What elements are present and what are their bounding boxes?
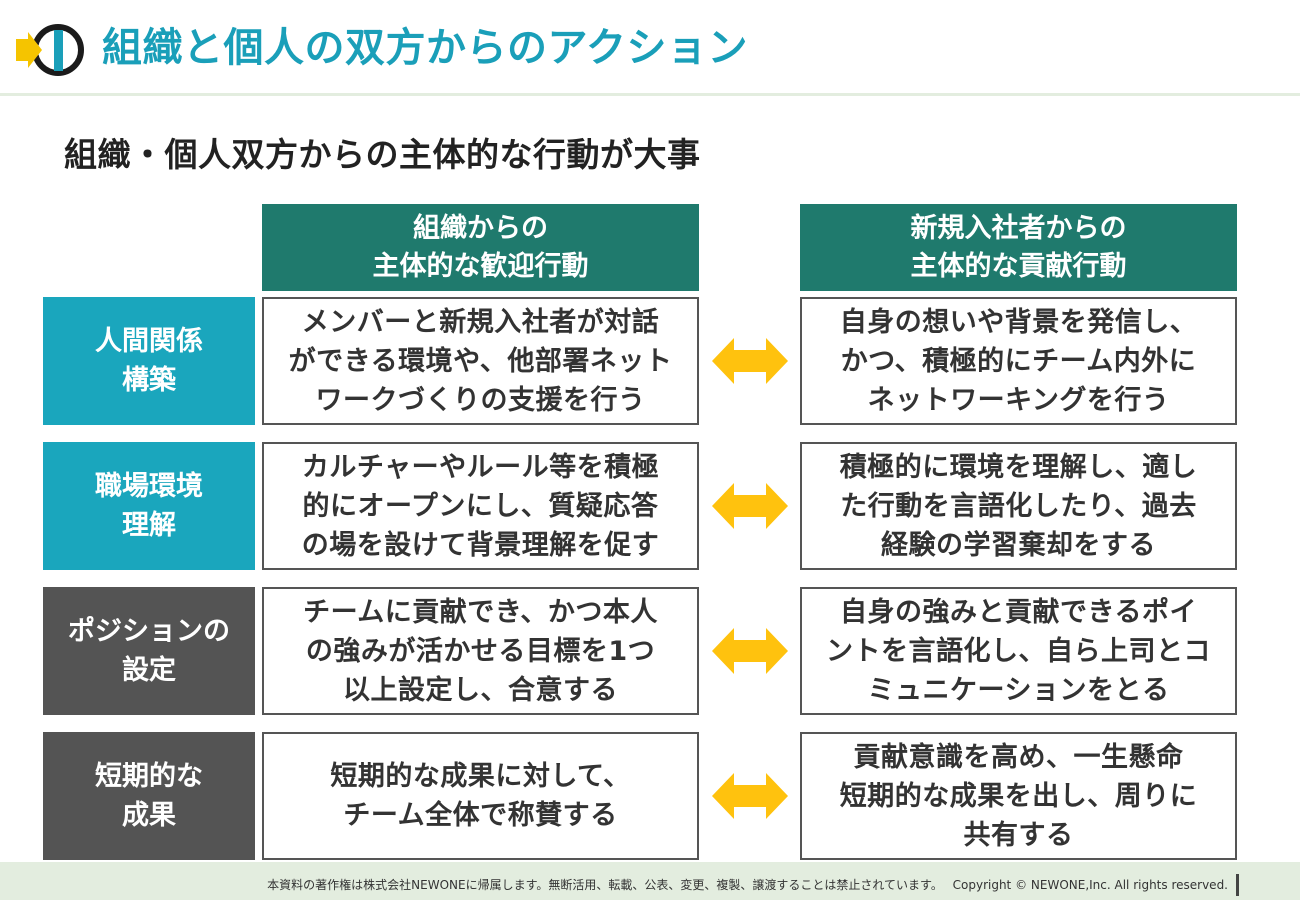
double-arrow-icon bbox=[712, 338, 788, 384]
cell-line: 自身の想いや背景を発信し、 bbox=[839, 306, 1198, 338]
row-label-line: 理解 bbox=[122, 510, 176, 541]
row-label-line: 職場環境 bbox=[95, 471, 203, 502]
cell-line: た行動を言語化したり、過去 bbox=[840, 490, 1197, 522]
column-header-line: 新規入社者からの bbox=[910, 212, 1127, 244]
row-label-relationships: 人間関係 構築 bbox=[43, 297, 255, 425]
cell-line: 自身の強みと貢献できるポイ bbox=[840, 596, 1197, 628]
row-label-line: 短期的な bbox=[95, 761, 203, 792]
row-label-line: 人間関係 bbox=[95, 326, 203, 357]
copyright-notice: 本資料の著作権は株式会社NEWONEに帰属します。無断活用、転載、公表、変更、複… bbox=[267, 878, 1228, 892]
row-label-position: ポジションの 設定 bbox=[43, 587, 255, 715]
footer: 本資料の著作権は株式会社NEWONEに帰属します。無断活用、転載、公表、変更、複… bbox=[0, 862, 1300, 900]
newone-logo-icon bbox=[16, 24, 84, 76]
newcomer-action-workplace: 積極的に環境を理解し、適し た行動を言語化したり、過去 経験の学習棄却をする bbox=[800, 442, 1237, 570]
newcomer-action-short-term: 貢献意識を高め、一生懸命 短期的な成果を出し、周りに 共有する bbox=[800, 732, 1237, 860]
double-arrow-icon bbox=[712, 773, 788, 819]
row-label-line: 構築 bbox=[122, 365, 176, 396]
org-action-short-term: 短期的な成果に対して、 チーム全体で称賛する bbox=[262, 732, 699, 860]
cell-line: 積極的に環境を理解し、適し bbox=[839, 451, 1198, 483]
row-label-line: 設定 bbox=[122, 655, 176, 686]
cell-line: ミュニケーションをとる bbox=[867, 674, 1170, 706]
cell-line: 以上設定し、合意する bbox=[343, 674, 618, 706]
cell-line: 的にオープンにし、質疑応答 bbox=[302, 490, 659, 522]
cell-line: 経験の学習棄却をする bbox=[881, 529, 1156, 561]
row-label-line: ポジションの bbox=[68, 616, 230, 647]
cell-line: チームに貢献でき、かつ本人 bbox=[303, 596, 658, 628]
cell-line: の強みが活かせる目標を1つ bbox=[305, 635, 656, 667]
cell-line: の場を設けて背景理解を促す bbox=[301, 529, 660, 561]
newcomer-action-relationships: 自身の想いや背景を発信し、 かつ、積極的にチーム内外に ネットワーキングを行う bbox=[800, 297, 1237, 425]
footer-marker bbox=[1236, 874, 1239, 896]
cell-line: かつ、積極的にチーム内外に bbox=[840, 345, 1197, 377]
column-header-line: 組織からの bbox=[413, 212, 548, 244]
row-label-short-term: 短期的な 成果 bbox=[43, 732, 255, 860]
org-action-relationships: メンバーと新規入社者が対話 ができる環境や、他部署ネット ワークづくりの支援を行… bbox=[262, 297, 699, 425]
title-divider bbox=[0, 93, 1300, 96]
cell-line: メンバーと新規入社者が対話 bbox=[301, 306, 660, 338]
cell-line: ントを言語化し、自ら上司とコ bbox=[826, 635, 1211, 667]
row-label-workplace: 職場環境 理解 bbox=[43, 442, 255, 570]
cell-line: ができる環境や、他部署ネット bbox=[288, 345, 673, 377]
org-action-position: チームに貢献でき、かつ本人 の強みが活かせる目標を1つ 以上設定し、合意する bbox=[262, 587, 699, 715]
org-action-workplace: カルチャーやルール等を積極 的にオープンにし、質疑応答 の場を設けて背景理解を促… bbox=[262, 442, 699, 570]
slide-subtitle: 組織・個人双方からの主体的な行動が大事 bbox=[64, 135, 701, 174]
double-arrow-icon bbox=[712, 628, 788, 674]
column-header-line: 主体的な歓迎行動 bbox=[372, 250, 589, 282]
double-arrow-icon bbox=[712, 483, 788, 529]
cell-line: ネットワーキングを行う bbox=[867, 384, 1170, 416]
cell-line: ワークづくりの支援を行う bbox=[315, 384, 646, 416]
page-title: 組織と個人の双方からのアクション bbox=[102, 25, 748, 71]
cell-line: 短期的な成果に対して、 bbox=[330, 761, 631, 792]
column-header-newcomer: 新規入社者からの 主体的な貢献行動 bbox=[800, 204, 1237, 291]
row-label-line: 成果 bbox=[122, 800, 176, 831]
cell-line: 共有する bbox=[963, 819, 1074, 851]
cell-line: カルチャーやルール等を積極 bbox=[301, 451, 660, 483]
newcomer-action-position: 自身の強みと貢献できるポイ ントを言語化し、自ら上司とコ ミュニケーションをとる bbox=[800, 587, 1237, 715]
cell-line: 貢献意識を高め、一生懸命 bbox=[853, 741, 1184, 773]
column-header-line: 主体的な貢献行動 bbox=[910, 250, 1127, 282]
cell-line: チーム全体で称賛する bbox=[343, 800, 618, 831]
column-header-organization: 組織からの 主体的な歓迎行動 bbox=[262, 204, 699, 291]
cell-line: 短期的な成果を出し、周りに bbox=[839, 780, 1198, 812]
